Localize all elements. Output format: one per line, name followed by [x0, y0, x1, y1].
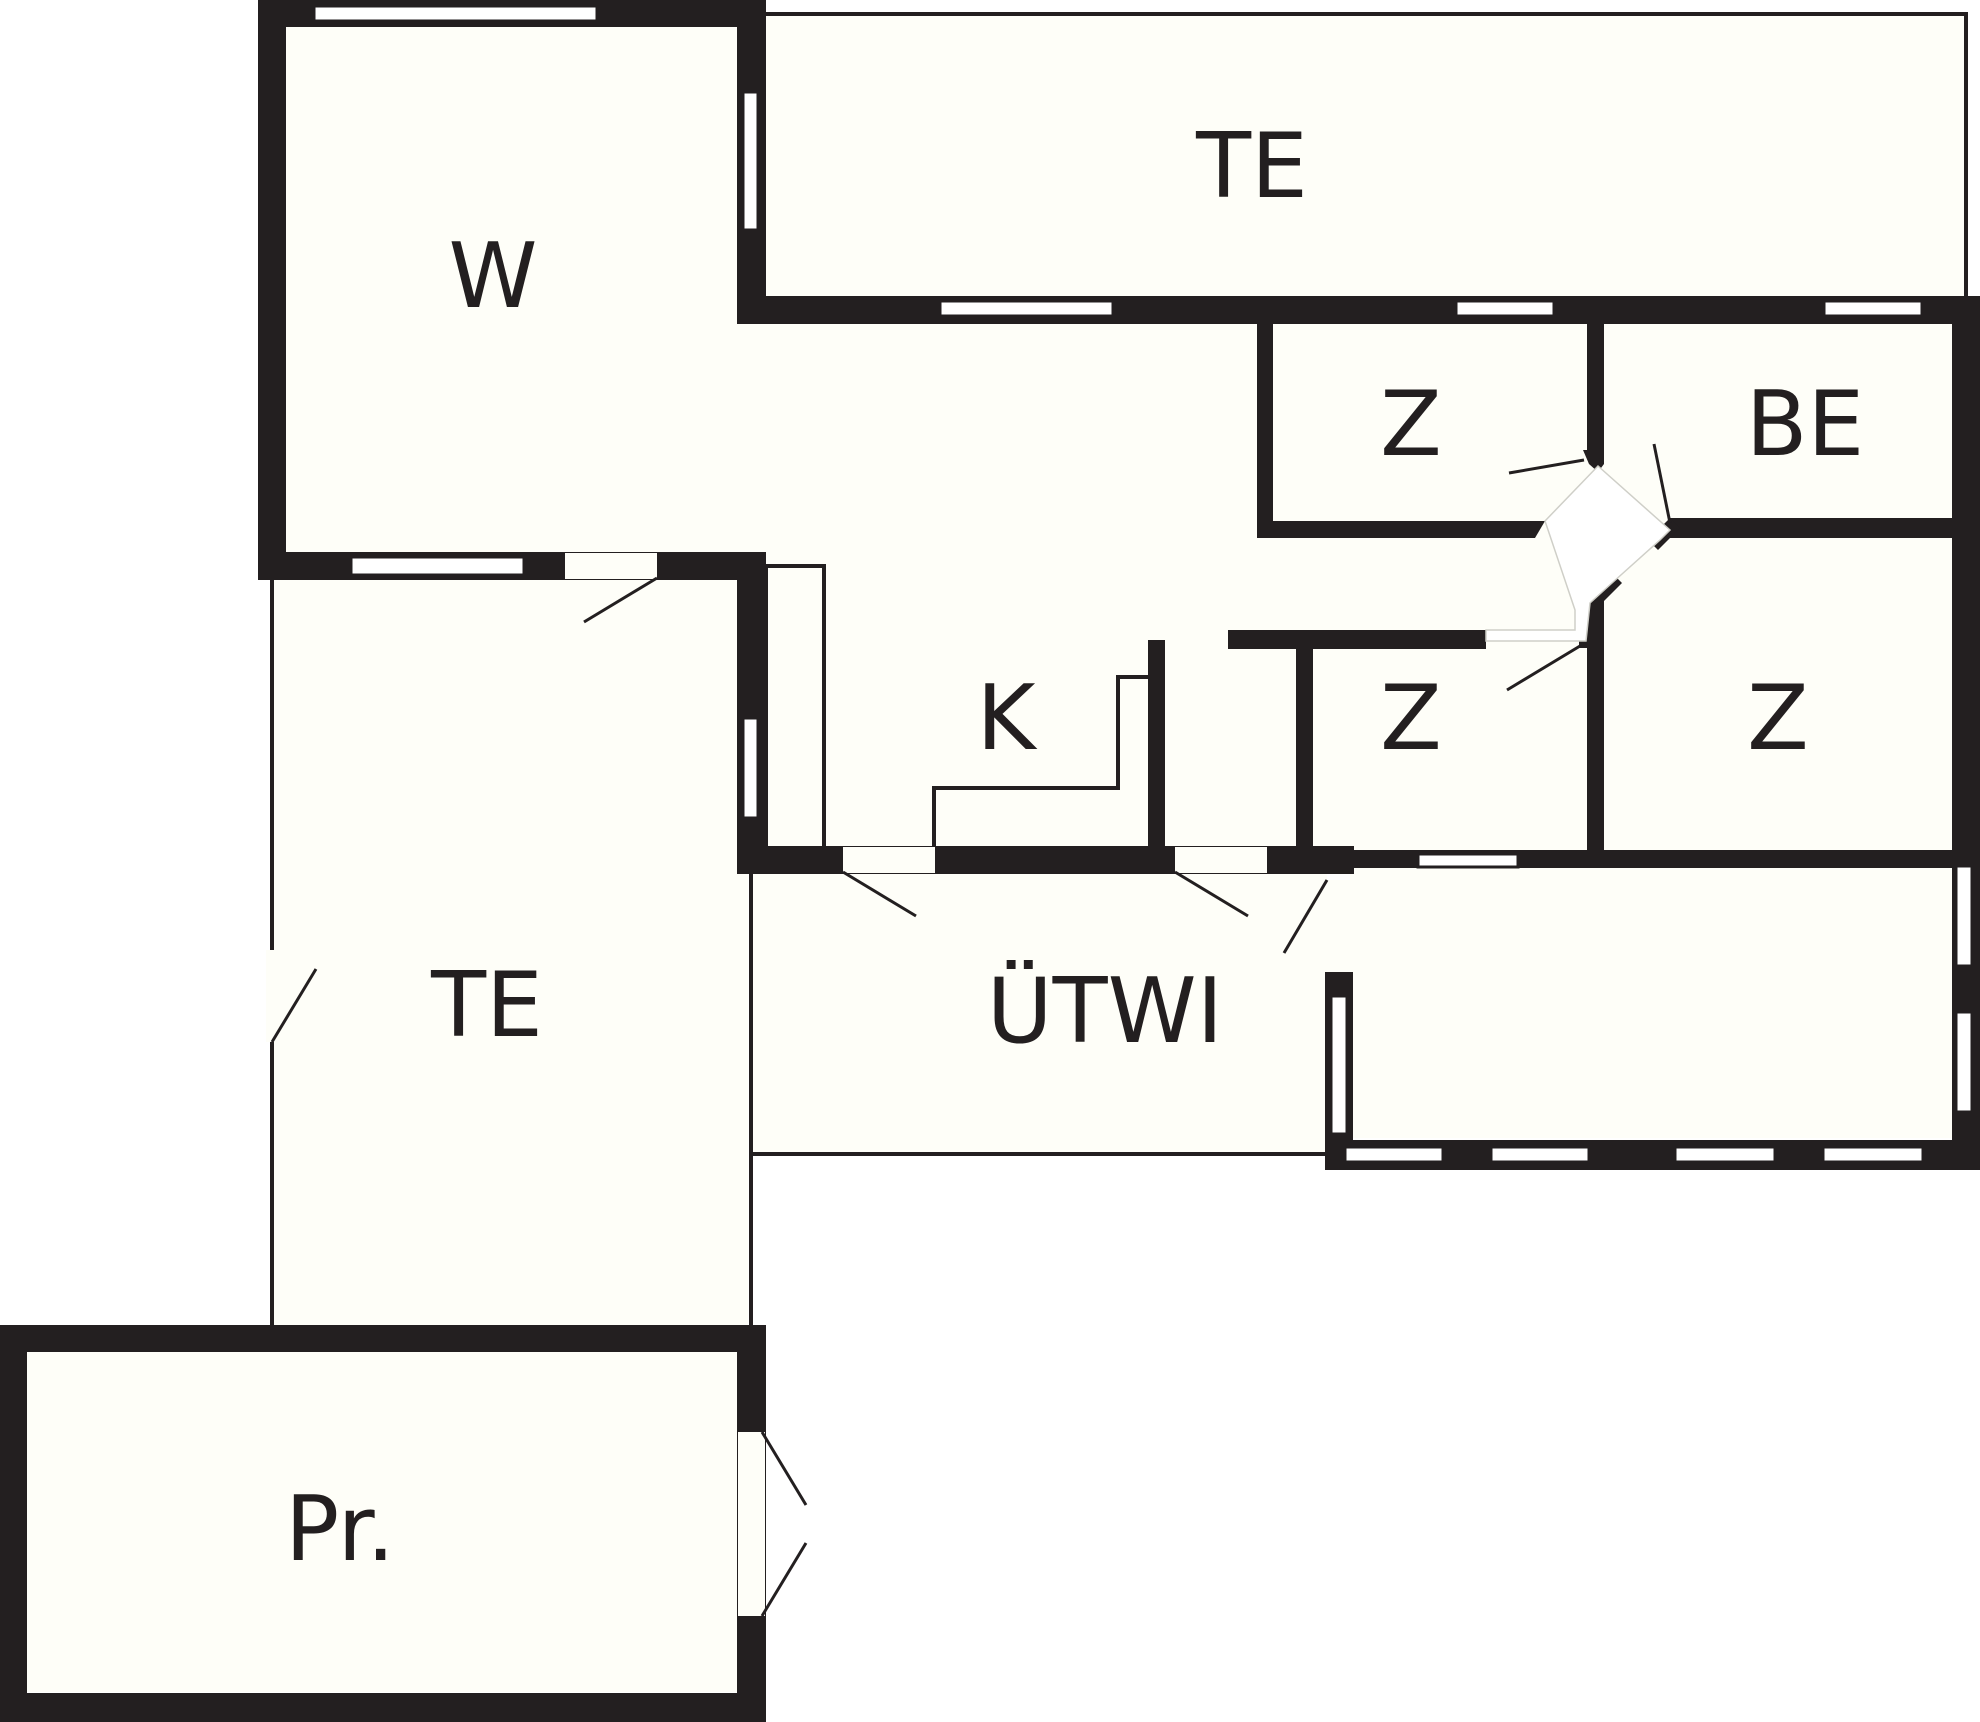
- wall: [1587, 608, 1604, 856]
- room-label-z-middle: Z: [1380, 666, 1442, 771]
- room-label-z-right: Z: [1747, 666, 1809, 771]
- window: [1343, 1145, 1445, 1164]
- door-opening: [565, 553, 657, 579]
- door-opening: [1326, 880, 1352, 972]
- door-swing: [270, 968, 318, 1043]
- door-swing: [842, 870, 917, 918]
- wall: [0, 1693, 766, 1722]
- door-swing: [1174, 870, 1249, 918]
- wall: [0, 1325, 27, 1722]
- window: [1416, 852, 1520, 869]
- wall: [1148, 640, 1165, 850]
- door-swing: [1652, 443, 1672, 524]
- room-label-z-upper: Z: [1380, 372, 1442, 477]
- windows: [312, 4, 1974, 1164]
- wall: [737, 296, 1980, 324]
- door-opening-diagonal: [1485, 464, 1672, 642]
- window: [741, 716, 760, 820]
- window: [1454, 299, 1556, 318]
- window: [1822, 299, 1924, 318]
- door-opening: [1175, 847, 1267, 873]
- door-swing: [1506, 644, 1581, 692]
- door-swing: [1508, 458, 1585, 475]
- room-label-pr: Pr.: [285, 1477, 395, 1582]
- wall: [1228, 630, 1486, 649]
- window: [1954, 864, 1974, 968]
- room-labels: TE W Z BE K Z Z TE ÜTWI Pr.: [285, 114, 1864, 1582]
- wall: [1257, 322, 1273, 538]
- window: [1329, 994, 1349, 1136]
- wall: [258, 0, 286, 580]
- room-label-te-top: TE: [1195, 114, 1308, 219]
- floors: [27, 14, 1966, 1692]
- window: [1954, 1010, 1974, 1114]
- wall: [0, 1325, 766, 1352]
- room-label-utwi: ÜTWI: [987, 958, 1223, 1064]
- room-label-k: K: [976, 666, 1037, 771]
- wall: [1296, 630, 1313, 856]
- door-opening: [738, 1432, 765, 1616]
- room-label-te-left: TE: [430, 953, 543, 1058]
- room-label-w: W: [449, 224, 538, 329]
- wall: [1527, 521, 1545, 538]
- door-swings: [270, 443, 1672, 1617]
- door-opening: [843, 847, 935, 873]
- wall: [1313, 850, 1980, 868]
- floor-terrace-left: [270, 580, 748, 1325]
- door-swing: [583, 576, 658, 624]
- wall: [1670, 518, 1960, 538]
- kitchen-counter-stair: [932, 675, 1148, 849]
- floor-pr: [27, 1352, 737, 1692]
- wall: [1590, 573, 1622, 610]
- window: [349, 555, 526, 577]
- window: [1673, 1145, 1777, 1164]
- window: [312, 4, 599, 23]
- door-swing: [760, 1431, 808, 1506]
- door-swing: [760, 1542, 808, 1617]
- window: [938, 299, 1115, 318]
- window: [1821, 1145, 1925, 1164]
- window: [1489, 1145, 1591, 1164]
- window: [741, 90, 760, 232]
- door-opening: [266, 950, 278, 1042]
- door-openings: [266, 464, 1672, 1616]
- floor-right-room: [1350, 868, 1960, 1138]
- room-label-be: BE: [1746, 372, 1865, 477]
- floor-utwi: [752, 870, 1327, 1152]
- wall: [737, 552, 766, 874]
- wall: [1587, 322, 1604, 452]
- wall: [1257, 521, 1527, 538]
- door-swing: [1282, 879, 1329, 954]
